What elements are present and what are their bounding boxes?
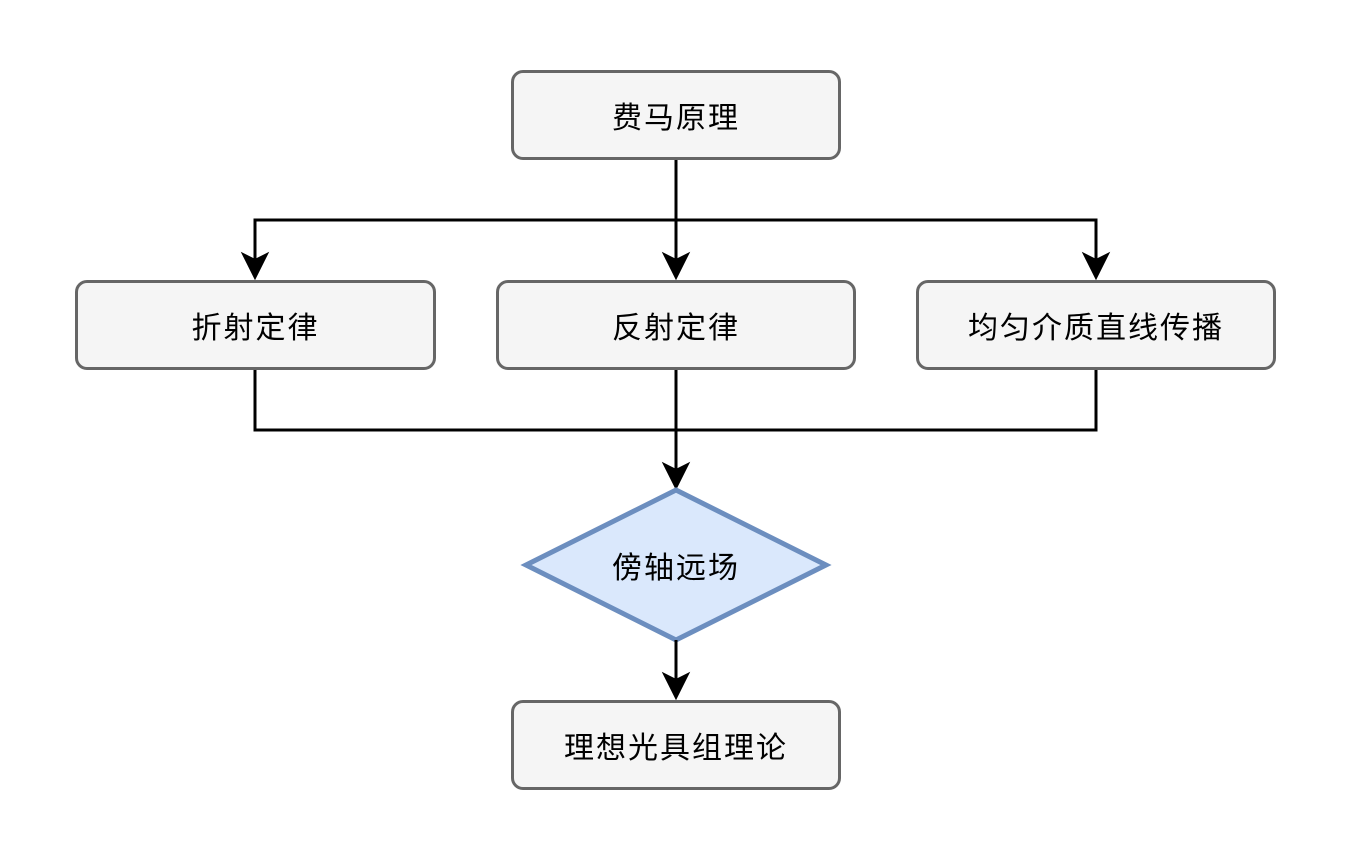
arrow-to-reflection bbox=[661, 251, 691, 281]
node-refraction-law-label: 折射定律 bbox=[191, 311, 320, 346]
connector-split-bar bbox=[253, 218, 1098, 260]
node-straight-line-propagation-label: 均匀介质直线传播 bbox=[968, 311, 1224, 346]
node-fermat-principle: 费马原理 bbox=[511, 70, 841, 160]
node-ideal-optical-system-theory-label: 理想光具组理论 bbox=[564, 731, 788, 766]
node-reflection-law: 反射定律 bbox=[496, 280, 856, 370]
node-fermat-principle-label: 费马原理 bbox=[612, 101, 740, 136]
arrow-to-straight-line bbox=[1081, 251, 1111, 281]
node-paraxial-far-field: 傍轴远场 bbox=[526, 520, 826, 610]
node-ideal-optical-system-theory: 理想光具组理论 bbox=[511, 700, 841, 790]
node-reflection-law-label: 反射定律 bbox=[612, 311, 740, 346]
arrow-to-refraction bbox=[240, 251, 270, 281]
arrow-to-ideal-optics bbox=[661, 671, 691, 701]
node-refraction-law: 折射定律 bbox=[75, 280, 436, 370]
node-straight-line-propagation: 均匀介质直线传播 bbox=[916, 280, 1276, 370]
node-paraxial-far-field-label: 傍轴远场 bbox=[612, 551, 740, 586]
arrow-to-paraxial bbox=[661, 461, 691, 491]
